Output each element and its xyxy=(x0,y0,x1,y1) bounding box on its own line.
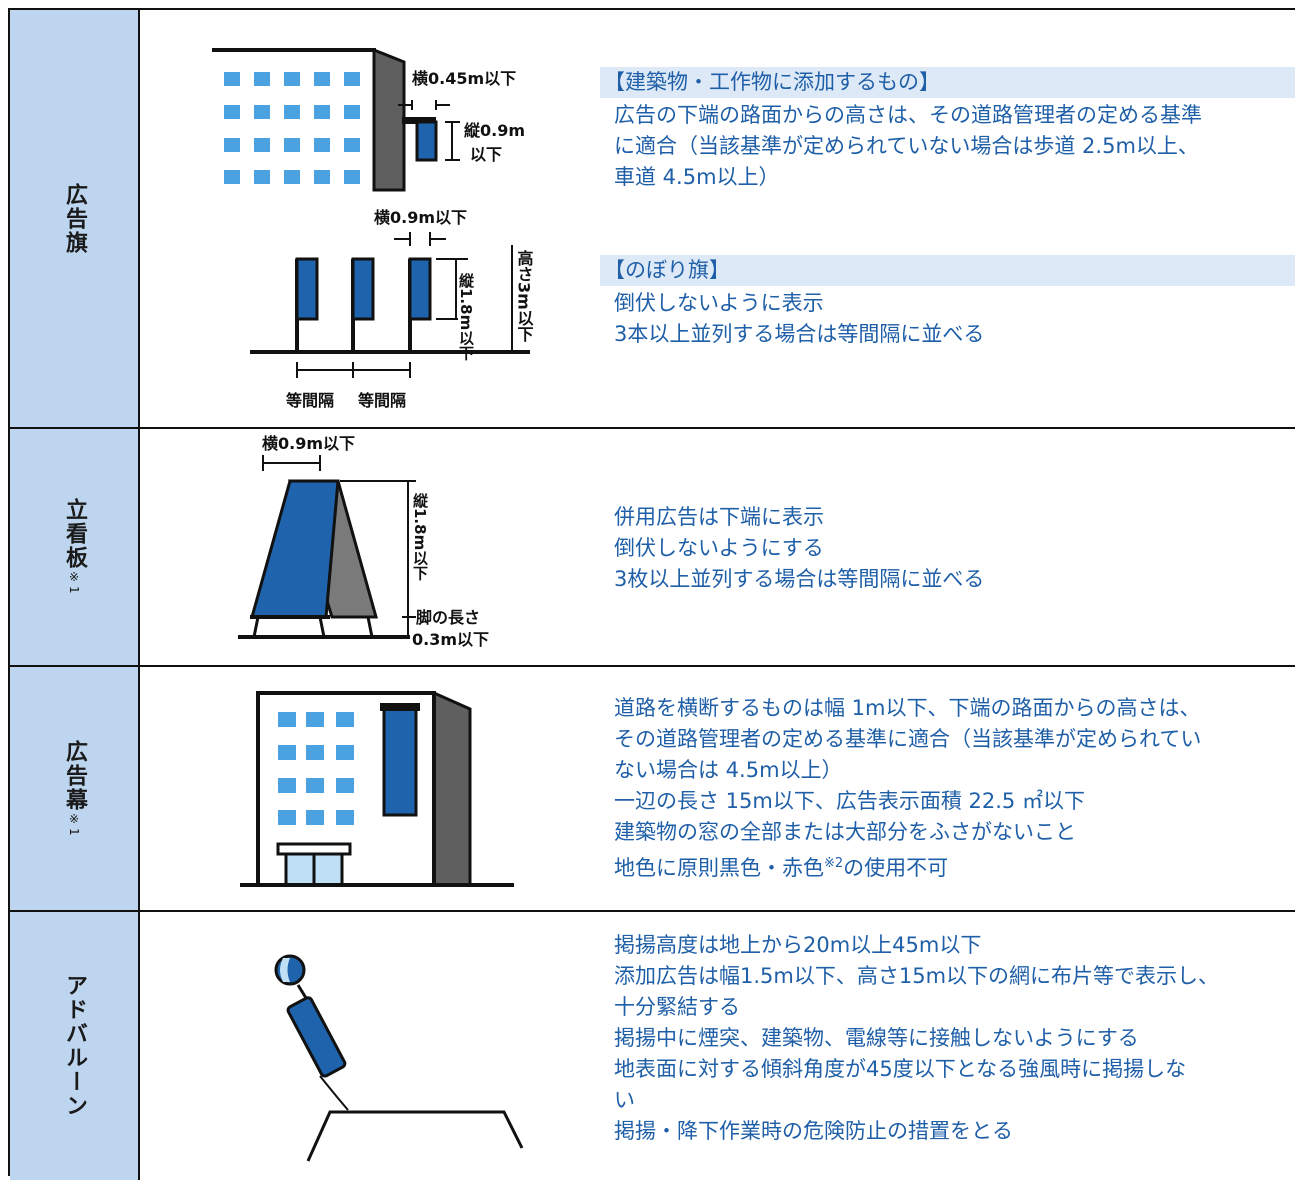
row-header: 広告旗 xyxy=(10,10,140,427)
desc-tatekanban: 併用広告は下端に表示 倒伏しないようにする 3枚以上並列する場合は等間隔に並べる xyxy=(600,502,1295,595)
row-header-label: 広告幕※1 xyxy=(62,739,87,838)
desc-line: 添加広告は幅1.5m以下、高さ15m以下の網に布片等で表示し、 xyxy=(614,964,1220,988)
desc-line: 併用広告は下端に表示 xyxy=(614,505,824,529)
desc-koukokuki: 【建築物・工作物に添加するもの】 広告の下端の路面からの高さは、その道路管理者の… xyxy=(600,67,1295,350)
row-koukokumaku: 広告幕※1 xyxy=(10,667,1295,912)
regulation-table: 広告旗 xyxy=(8,8,1295,1180)
desc-line: 十分緊結する xyxy=(614,995,740,1019)
desc-koukokumaku: 道路を横断するものは幅 1m以下、下端の路面からの高さは、 その道路管理者の定め… xyxy=(600,693,1295,884)
figure-tatekanban: 横0.9m以下 縦1.8m以下 脚の長さ 0.3m以下 xyxy=(140,429,600,665)
tatekanban-illustration: 横0.9m以下 縦1.8m以下 脚の長さ 0.3m以下 xyxy=(238,434,489,649)
footnote-mark: ※2 xyxy=(824,856,844,871)
top-height-label: 縦0.9m xyxy=(464,121,525,140)
figure-koukokumaku xyxy=(140,667,600,910)
row-header: 立看板※1 xyxy=(10,429,140,665)
row-header-label: 広告旗 xyxy=(62,182,87,255)
desc-line: 掲揚中に煙突、建築物、電線等に接触しないようにする xyxy=(614,1026,1139,1050)
kanban-width-label: 横0.9m以下 xyxy=(262,434,355,453)
row-adballoon: アドバルーン 掲揚高度は地上から20m以上45m以下 添加広告は幅1.5m以下、… xyxy=(10,912,1295,1180)
nobori-width-label: 横0.9m以下 xyxy=(374,208,467,227)
row-header: アドバルーン xyxy=(10,912,140,1180)
desc-line: 道路を横断するものは幅 1m以下、下端の路面からの高さは、 xyxy=(614,696,1201,720)
wall-flag-icon xyxy=(398,100,460,162)
desc-line: 掲揚・降下作業時の危険防止の措置をとる xyxy=(614,1119,1013,1143)
desc-line: 建築物の窓の全部または大部分をふさがないこと xyxy=(614,820,1076,844)
section-title-nobori: 【のぼり旗】 xyxy=(600,255,1295,286)
desc-line: ない場合は 4.5m以上） xyxy=(614,758,843,782)
koukokuki-illustration: 横0.45m以下 縦0.9m 以下 xyxy=(212,47,534,410)
row-header-note: ※1 xyxy=(67,570,81,596)
desc-line: 倒伏しないようにする xyxy=(614,536,824,560)
spacing-label-left: 等間隔 xyxy=(285,391,334,410)
desc-line-last: 地色に原則黒色・赤色※2の使用不可 xyxy=(614,856,949,880)
desc-adballoon: 掲揚高度は地上から20m以上45m以下 添加広告は幅1.5m以下、高さ15m以下… xyxy=(600,930,1295,1147)
top-height-label-2: 以下 xyxy=(470,145,502,164)
row-koukokuki: 広告旗 xyxy=(10,10,1295,429)
spacing-label-right: 等間隔 xyxy=(357,391,406,410)
figure-koukokuki: 横0.45m以下 縦0.9m 以下 xyxy=(140,10,600,427)
desc-line: に適合（当該基準が定められていない場合は歩道 2.5m以上、 xyxy=(614,134,1199,158)
desc-line: 車道 4.5m以上） xyxy=(614,165,780,189)
desc-line: 3枚以上並列する場合は等間隔に並べる xyxy=(614,567,985,591)
koukokumaku-illustration xyxy=(240,690,514,887)
row-header-label: アドバルーン xyxy=(62,974,87,1118)
top-width-label: 横0.45m以下 xyxy=(412,69,516,88)
a-frame-sign-icon xyxy=(238,455,416,639)
desc-line: 一辺の長さ 15m以下、広告表示面積 22.5 ㎡以下 xyxy=(614,789,1085,813)
figure-adballoon xyxy=(140,912,600,1180)
desc-line: 3本以上並列する場合は等間隔に並べる xyxy=(614,322,985,346)
desc-line: その道路管理者の定める基準に適合（当該基準が定められてい xyxy=(614,727,1202,751)
desc-line: 広告の下端の路面からの高さは、その道路管理者の定める基準 xyxy=(614,103,1202,127)
adballoon-illustration xyxy=(274,954,524,1162)
nobori-height-label: 縦1.8m以下 xyxy=(457,272,475,361)
leg-length-label: 脚の長さ xyxy=(416,608,480,627)
row-header-label: 立看板※1 xyxy=(62,498,87,596)
building-icon xyxy=(212,47,406,192)
section-title-attached: 【建築物・工作物に添加するもの】 xyxy=(600,67,1295,98)
desc-line: 掲揚高度は地上から20m以上45m以下 xyxy=(614,933,982,957)
balloon-icon xyxy=(274,954,524,1162)
building-banner-icon xyxy=(240,690,514,887)
nobori-flags-icon xyxy=(250,232,530,378)
row-header-note: ※1 xyxy=(67,811,81,838)
desc-line: い xyxy=(614,1088,635,1112)
desc-line: 地表面に対する傾斜角度が45度以下となる強風時に掲揚しな xyxy=(614,1057,1187,1081)
leg-length-value: 0.3m以下 xyxy=(412,630,489,649)
nobori-total-label: 高さ3m以下 xyxy=(515,249,534,343)
row-header: 広告幕※1 xyxy=(10,667,140,910)
row-tatekanban: 立看板※1 xyxy=(10,429,1295,667)
desc-line: 倒伏しないように表示 xyxy=(614,291,824,315)
kanban-height-label: 縦1.8m以下 xyxy=(411,492,429,581)
